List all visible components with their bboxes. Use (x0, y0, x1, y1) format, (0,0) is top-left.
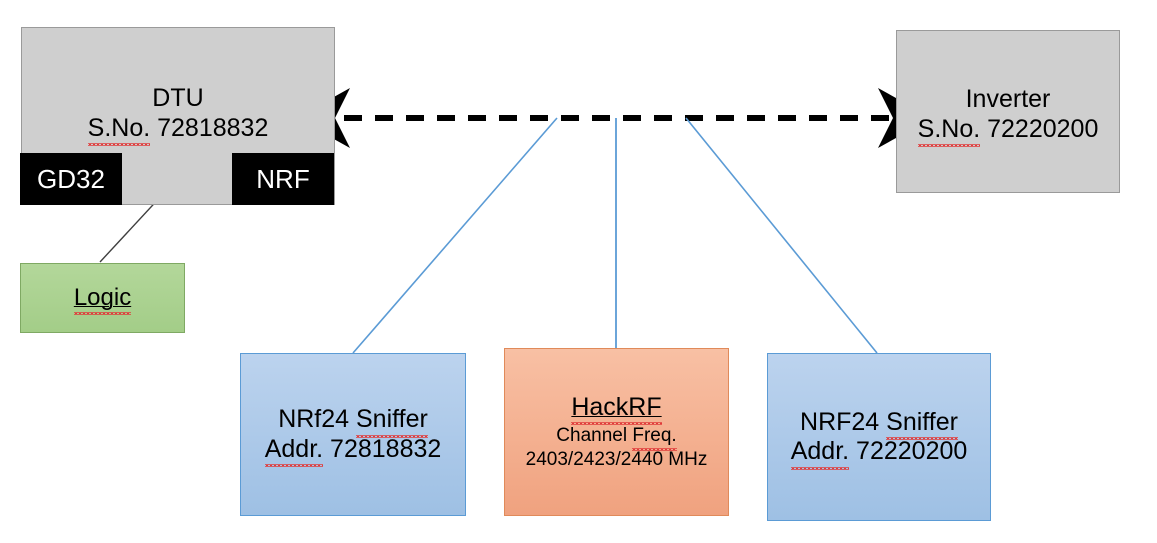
sniffer-left-title-word: Sniffer (356, 405, 428, 437)
hackrf-node[interactable]: HackRF Channel Freq. 2403/2423/2440 MHz (504, 348, 729, 516)
inverter-serial-prefix: S.No. (917, 114, 981, 147)
sniffer-right-address-value: 72220200 (856, 437, 968, 465)
dtu-title: DTU (152, 84, 204, 112)
sniffer-right-address-prefix: Addr. (790, 437, 850, 469)
nrf-label: NRF (256, 163, 310, 194)
sniffer-left-address-value: 72818832 (330, 434, 442, 463)
sniffer-right-address: Addr. 72220200 (790, 437, 968, 469)
gd32-chip[interactable]: GD32 (20, 153, 122, 205)
hackrf-channel-label: Channel Freq. (556, 424, 678, 451)
sniffer-left-address-prefix: Addr. (264, 434, 324, 467)
hackrf-freq-word: Freq. (632, 425, 678, 451)
sniffer-left-title-pre: NRf24 (278, 405, 356, 433)
hackrf-channel-word: Channel (556, 425, 633, 446)
sniffer-right-gap (849, 437, 856, 465)
dtu-serial-value: 72818832 (157, 113, 269, 142)
inverter-node[interactable]: Inverter S.No. 72220200 (896, 30, 1120, 193)
sniffer-right-connector (685, 117, 878, 354)
dtu-serial: S.No. 72818832 (87, 113, 269, 146)
sniffer-right-node[interactable]: NRF24 Sniffer Addr. 72220200 (767, 353, 991, 521)
hackrf-frequencies: 2403/2423/2440 MHz (525, 448, 708, 470)
sniffer-left-gap (323, 435, 330, 463)
gd32-label: GD32 (37, 163, 105, 194)
inverter-title: Inverter (965, 85, 1051, 113)
inverter-serial: S.No. 72220200 (917, 114, 1099, 147)
sniffer-left-address: Addr. 72818832 (264, 434, 442, 467)
logic-analyzer-node[interactable]: Logic (20, 263, 185, 333)
sniffer-left-node[interactable]: NRf24 Sniffer Addr. 72818832 (240, 353, 466, 516)
logic-label: Logic (73, 283, 132, 316)
sniffer-left-connector (352, 117, 558, 354)
dtu-serial-prefix: S.No. (87, 113, 151, 146)
sniffer-right-title-word: Sniffer (886, 407, 958, 440)
sniffer-right-title-pre: NRF24 (800, 407, 887, 436)
hackrf-title: HackRF (571, 392, 662, 425)
sniffer-right-title-row: NRF24 Sniffer (800, 407, 958, 440)
inverter-serial-value: 72220200 (987, 114, 1099, 143)
sniffer-left-title-row: NRf24 Sniffer (278, 405, 428, 437)
nrf-chip[interactable]: NRF (232, 153, 334, 205)
